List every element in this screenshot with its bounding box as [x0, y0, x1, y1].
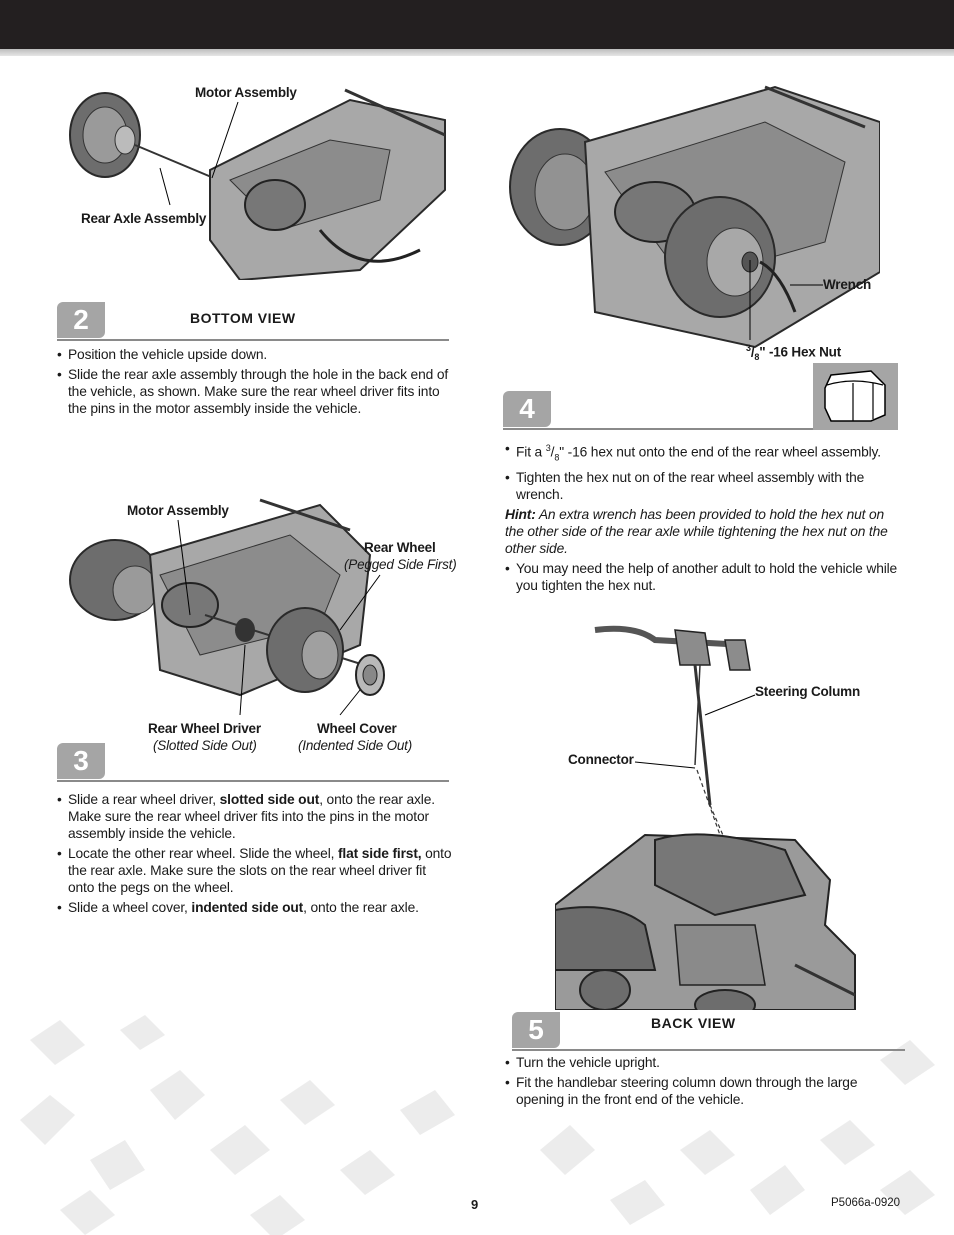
- step2-callout-lines: [159, 101, 239, 206]
- hex-nut-icon: [813, 363, 898, 430]
- step-number-2: 2: [57, 302, 105, 338]
- step4-callout-lines: [749, 260, 823, 340]
- list-item: Slide a rear wheel driver, slotted side …: [57, 791, 452, 842]
- list-item: Fit the handlebar steering column down t…: [505, 1074, 900, 1108]
- step4-illustration: [509, 85, 880, 349]
- label-rear-axle-assembly: Rear Axle Assembly: [81, 211, 207, 226]
- label-connector: Connector: [568, 752, 634, 767]
- list-item: Position the vehicle upside down.: [57, 346, 452, 363]
- label-wheel-cover: Wheel Cover: [317, 721, 397, 736]
- label-motor-assembly: Motor Assembly: [195, 85, 297, 100]
- label-hex-nut: 3/8" -16 Hex Nut: [746, 343, 842, 363]
- view-title-back: BACK VIEW: [651, 1015, 736, 1031]
- label-wheel-cover-note: (Indented Side Out): [298, 738, 413, 753]
- step2-instructions: Position the vehicle upside down. Slide …: [57, 346, 452, 420]
- step5-callout-lines: [634, 694, 756, 769]
- step3-instructions: Slide a rear wheel driver, slotted side …: [57, 791, 452, 919]
- list-item: Slide the rear axle assembly through the…: [57, 366, 452, 417]
- list-item: Tighten the hex nut on of the rear wheel…: [505, 469, 866, 503]
- list-item: Slide a wheel cover, indented side out, …: [57, 899, 452, 916]
- label-rear-wheel-driver-note: (Slotted Side Out): [153, 738, 257, 753]
- header-bar: [0, 0, 954, 49]
- label-steering-column: Steering Column: [755, 684, 861, 699]
- step2-rule: [57, 339, 449, 341]
- hint-text: Hint: An extra wrench has been provided …: [505, 507, 888, 557]
- document-code: P5066a-0920: [831, 1197, 901, 1209]
- tread-pattern-background: [20, 1015, 935, 1235]
- header-strip: [0, 49, 954, 56]
- step5-instructions: Turn the vehicle upright. Fit the handle…: [505, 1054, 900, 1111]
- step2-illustration: [69, 88, 446, 280]
- step4-rule: [503, 428, 813, 430]
- list-item: Locate the other rear wheel. Slide the w…: [57, 845, 452, 896]
- list-item: Turn the vehicle upright.: [505, 1054, 900, 1071]
- step4-instructions: Fit a 3/8" -16 hex nut onto the end of t…: [505, 440, 900, 597]
- step3-illustration: [69, 498, 385, 697]
- label-motor-assembly-3: Motor Assembly: [127, 503, 229, 518]
- label-rear-wheel-driver: Rear Wheel Driver: [148, 721, 261, 736]
- view-title-bottom: BOTTOM VIEW: [190, 310, 296, 326]
- step3-callout-lines: [177, 519, 381, 716]
- step5-rule: [512, 1049, 905, 1051]
- list-item: You may need the help of another adult t…: [505, 560, 900, 594]
- step3-rule: [57, 780, 449, 782]
- label-wrench: Wrench: [823, 277, 872, 292]
- step-number-5: 5: [512, 1012, 560, 1048]
- step5-illustration: [555, 625, 856, 1010]
- label-rear-wheel: Rear Wheel: [364, 540, 436, 555]
- label-rear-wheel-note: (Pegged Side First): [344, 557, 457, 572]
- step-number-4: 4: [503, 391, 551, 427]
- list-item: Fit a 3/8" -16 hex nut onto the end of t…: [505, 440, 900, 466]
- page-number: 9: [471, 1197, 479, 1212]
- step-number-3: 3: [57, 743, 105, 779]
